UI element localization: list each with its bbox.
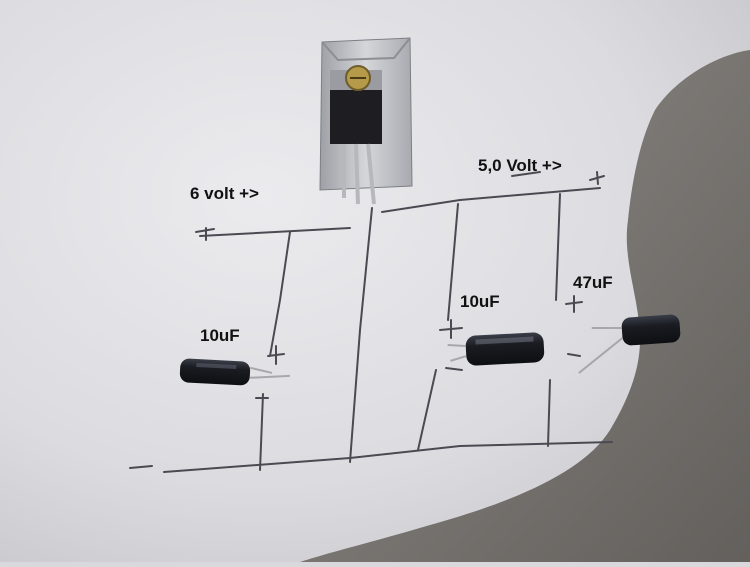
capacitor-2-label: 10uF [460,292,500,311]
capacitor-2 [447,332,545,366]
regulator-pins [342,143,376,205]
output-voltage-label: 5,0 Volt +> [478,156,562,175]
input-voltage-label: 6 volt +> [190,184,259,203]
regulator-body [330,88,382,144]
capacitor-3-label: 47uF [573,273,613,292]
shadow-region [300,50,750,562]
pencil-wiring [129,171,613,473]
capacitor-1 [179,358,290,386]
voltage-regulator-assembly [319,37,413,205]
capacitor-1-label: 10uF [200,326,240,345]
capacitor-3 [578,314,681,374]
